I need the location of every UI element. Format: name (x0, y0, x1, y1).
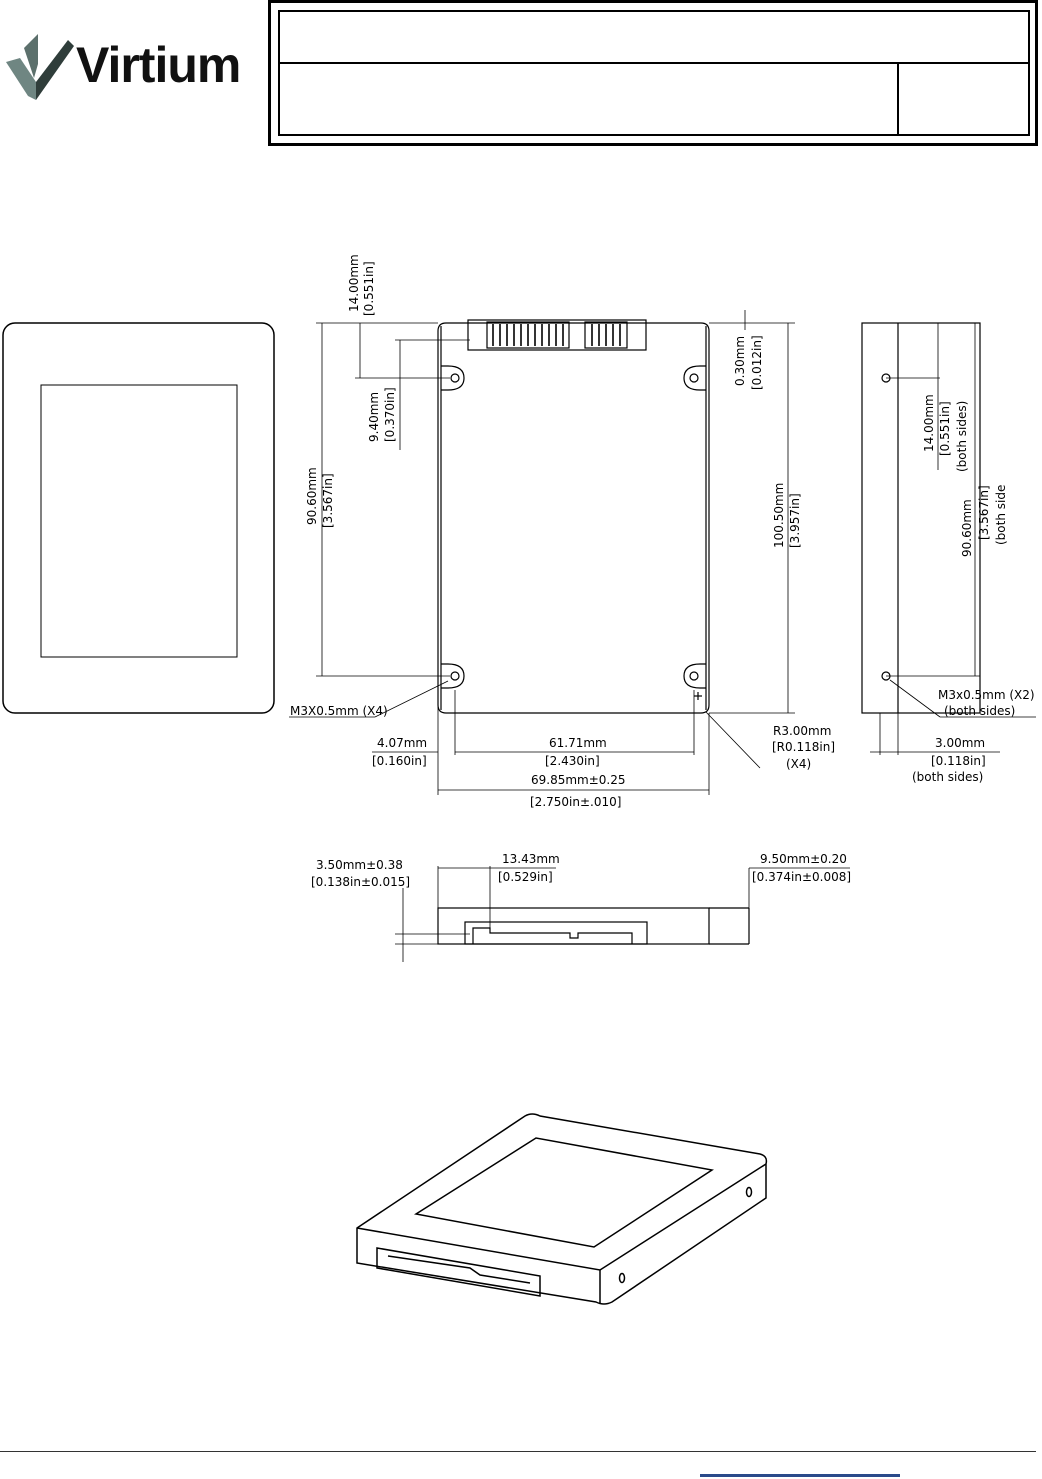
side-dim-hole-offset-note: (both sides) (955, 400, 969, 472)
isometric-view-drive (356, 1113, 768, 1305)
dim-connector-protrusion-mm: 0.30mm (733, 335, 747, 386)
brand-name: Virtium (76, 37, 241, 93)
dim-hole-spacing-in: [3.567in] (321, 473, 335, 528)
dim-width-mm: 69.85mm±0.25 (531, 773, 626, 787)
side-dim-hole-height-in: [0.118in] (931, 754, 986, 768)
screw-callout-top: M3X0.5mm (X4) (290, 704, 388, 718)
front-view-dimension-lines (395, 866, 850, 962)
dim-width-in: [2.750in±.010] (530, 795, 622, 809)
dim-length-in: [3.957in] (788, 493, 802, 548)
front-dim-connector-height-in: [0.138in±0.015] (311, 875, 411, 889)
side-dim-hole-spacing-in: [3.567in] (977, 485, 991, 540)
dim-hole-offset-mm: 9.40mm (367, 391, 381, 442)
footer-link[interactable] (700, 1474, 900, 1477)
side-dim-hole-offset-mm: 14.00mm (922, 394, 936, 452)
title-block-column-divider (897, 62, 899, 136)
side-dim-hole-spacing-note: (both side (994, 484, 1008, 545)
title-block-divider (278, 62, 1030, 64)
side-screw-note: (both sides) (944, 704, 1016, 718)
side-screw-callout: M3x0.5mm (X2) (938, 688, 1035, 702)
front-dim-connector-offset-in: [0.529in] (498, 870, 553, 884)
side-view-drive (861, 322, 981, 714)
dim-hole-offset-in: [0.370in] (383, 387, 397, 442)
top-view-drive (437, 319, 710, 714)
corner-radius-mm: R3.00mm (773, 724, 832, 738)
dim-connector-offset-in: [0.551in] (362, 261, 376, 316)
dim-side-offset-in: [0.160in] (372, 754, 427, 768)
dim-connector-protrusion-in: [0.012in] (750, 335, 764, 390)
front-view-drive (437, 907, 750, 945)
corner-radius-count: (X4) (786, 757, 812, 771)
side-dim-hole-spacing-mm: 90.60mm (960, 499, 974, 557)
side-dim-hole-height-mm: 3.00mm (935, 736, 986, 750)
dim-hole-width-in: [2.430in] (545, 754, 600, 768)
top-view-dimension-lines (289, 310, 795, 795)
dim-connector-offset-mm: 14.00mm (347, 254, 361, 312)
side-dim-hole-height-note: (both sides) (912, 770, 984, 784)
front-dim-connector-offset-mm: 13.43mm (502, 852, 560, 866)
front-dim-connector-height-mm: 3.50mm±0.38 (316, 858, 403, 872)
dim-hole-width-mm: 61.71mm (549, 736, 607, 750)
dim-hole-spacing-mm: 90.60mm (305, 467, 319, 525)
label-view (2, 322, 275, 714)
dim-length-mm: 100.50mm (772, 482, 786, 548)
side-dim-hole-offset-in: [0.551in] (938, 401, 952, 456)
title-block-inner (278, 10, 1030, 136)
title-block (268, 0, 1038, 146)
corner-radius-in: [R0.118in] (772, 740, 835, 754)
logo-check-icon (6, 34, 74, 100)
front-dim-height-in: [0.374in±0.008] (752, 870, 852, 884)
dim-side-offset-mm: 4.07mm (377, 736, 428, 750)
front-dim-height-mm: 9.50mm±0.20 (760, 852, 847, 866)
side-view-dimension-lines (870, 323, 1036, 755)
footer-rule (0, 1451, 1036, 1452)
